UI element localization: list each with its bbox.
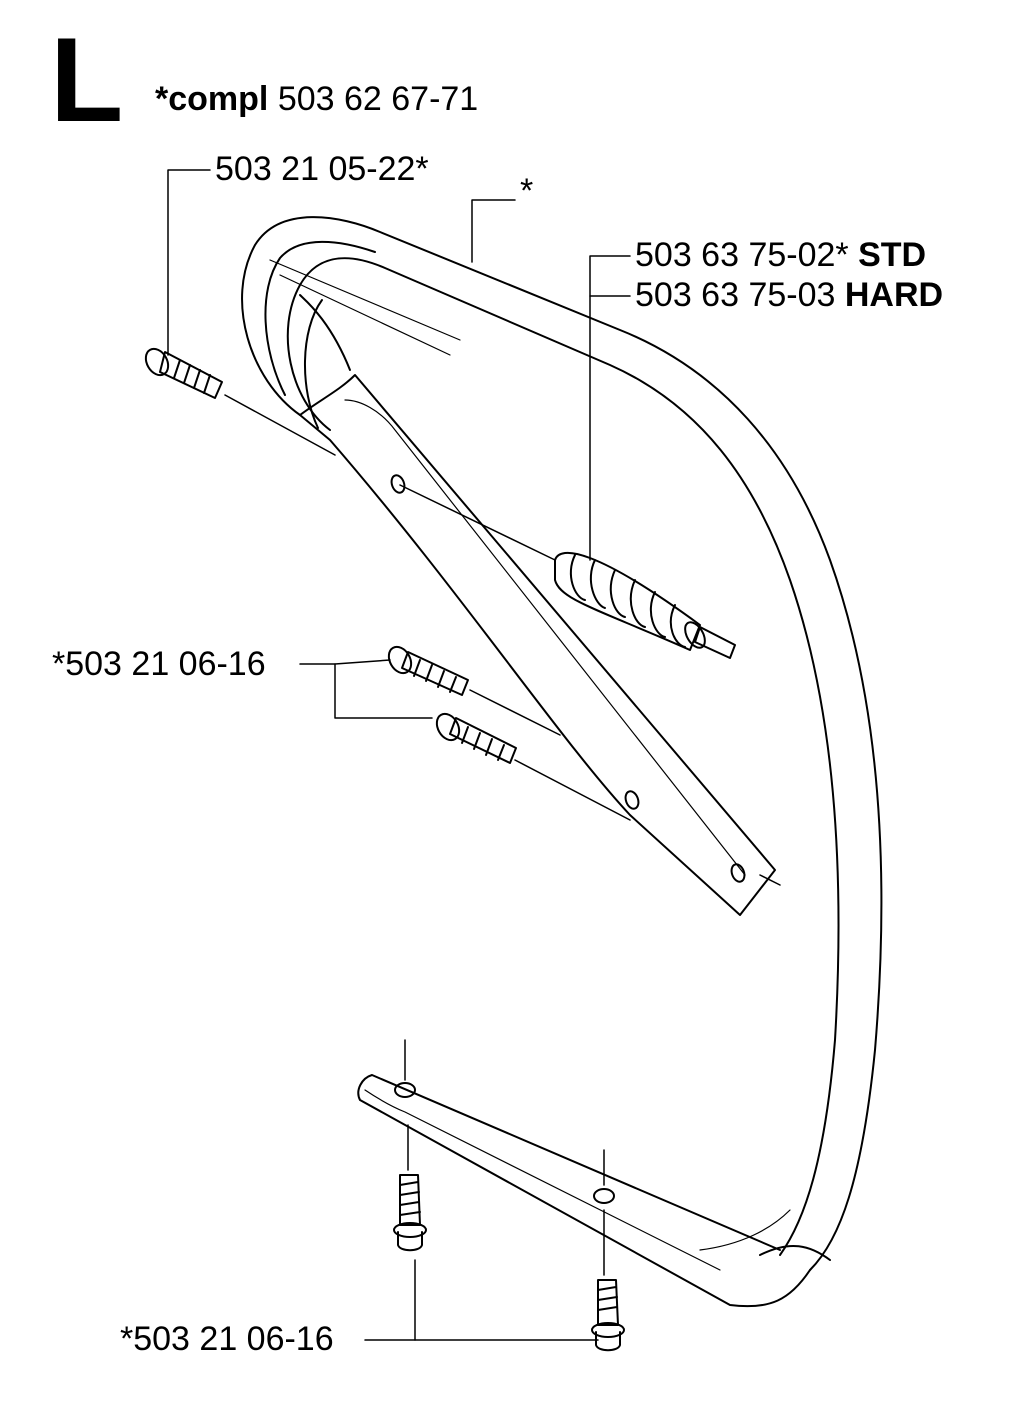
label-av-std: 503 63 75-02* STD [635,236,926,274]
leader-screw-bottom-a [364,1259,416,1341]
leader-bracket-end [759,874,781,886]
leader-screw-mid-a-axis [469,689,561,736]
section-letter: L [50,13,124,147]
av-hard-number: 503 63 75-03 [635,276,836,314]
leader-lines [167,169,781,1341]
av-hard-grade: HARD [844,276,944,314]
flange-hole-1 [394,1082,416,1098]
leader-av-std [589,255,631,561]
handle-bracket [299,374,776,916]
assembly-number: 503 62 67-71 [277,80,479,118]
leader-handle-star [471,199,516,263]
screw-top [144,347,223,399]
leader-screw-top [167,169,211,356]
anti-vibration-element [554,551,736,659]
compl-prefix: *compl [155,80,269,118]
bracket-hole-mid [624,790,640,810]
av-std-number: 503 63 75-02* [635,236,849,274]
screw-mid-a [387,645,469,696]
front-handle [241,216,883,1308]
leader-screw-mid-b-axis [514,759,631,821]
label-screw-top: 503 21 05-22* [215,150,429,188]
label-av-hard: 503 63 75-03 HARD [635,276,943,314]
screw-mid-b [435,712,517,764]
leader-screw-top-axis [224,394,336,456]
leader-av-axis [399,484,556,561]
label-screw-bottom: *503 21 06-16 [120,1320,334,1358]
assembly-header: *compl 503 62 67-71 [155,80,478,118]
bracket-hole-end [730,863,746,883]
label-screw-mid: *503 21 06-16 [52,645,266,683]
screw-bottom-b [591,1279,625,1352]
screw-bottom-a [393,1174,427,1252]
flange-hole-2 [593,1188,615,1204]
label-handle-star: * [520,172,534,210]
av-std-grade: STD [858,236,927,274]
bracket-hole-top [390,474,406,494]
leader-screw-mid [299,663,433,719]
leader-screw-mid-a [334,659,391,665]
